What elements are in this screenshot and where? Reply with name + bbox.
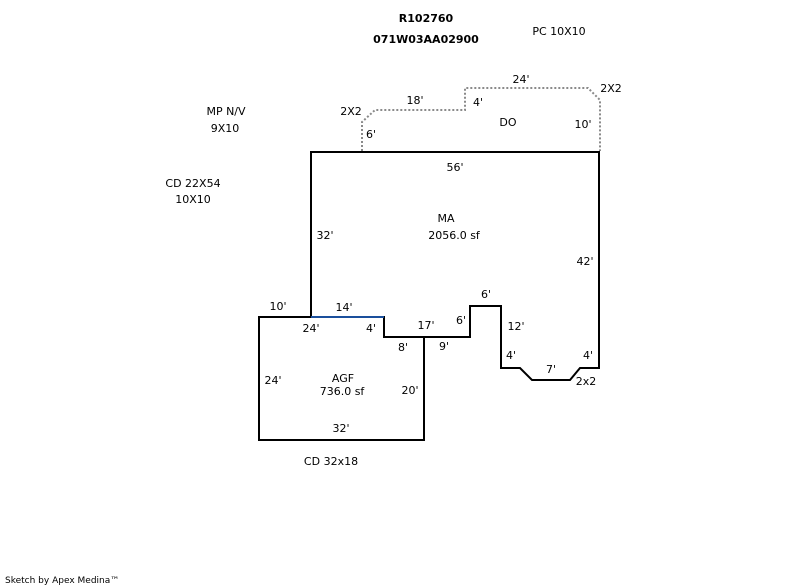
dim-ma-step-top: 6' (481, 288, 491, 301)
dim-ma-lower-drop: 9' (439, 340, 449, 353)
dim-ma-bottom-right: 4' (583, 349, 593, 362)
dim-ma-right: 42' (576, 255, 593, 268)
note-mp-line1: MP N/V (206, 105, 246, 118)
agf-label: AGF (332, 372, 354, 385)
dim-ma-step-left: 6' (456, 314, 466, 327)
dim-do-corner-right: 2X2 (600, 82, 622, 95)
dim-agf-shared: 14' (335, 301, 352, 314)
ma-label: MA (437, 212, 454, 225)
dim-ma-top: 56' (446, 161, 463, 174)
map-number: 071W03AA02900 (373, 33, 479, 46)
note-cd1-line1: CD 22X54 (165, 177, 220, 190)
dim-ma-left: 32' (316, 229, 333, 242)
dim-ma-bottom-left: 4' (506, 349, 516, 362)
dim-do-corner-left: 2X2 (340, 105, 362, 118)
ma-outline (310, 151, 600, 381)
note-pc: PC 10X10 (532, 25, 585, 38)
dim-do-left: 6' (366, 128, 376, 141)
dim-do-mid: 18' (406, 94, 423, 107)
note-cd1-line2: 10X10 (175, 193, 211, 206)
dim-ma-lower: 17' (417, 319, 434, 332)
dim-agf-notch: 4' (366, 322, 376, 335)
dim-agf-top-left: 10' (269, 300, 286, 313)
note-cd2: CD 32x18 (304, 455, 358, 468)
dim-agf-right: 20' (401, 384, 418, 397)
agf-area: 736.0 sf (320, 385, 366, 398)
dim-do-step: 4' (473, 96, 483, 109)
note-mp-line2: 9X10 (211, 122, 240, 135)
dim-ma-step-right: 12' (507, 320, 524, 333)
do-label: DO (499, 116, 516, 129)
dim-agf-left: 24' (264, 374, 281, 387)
dim-agf-bottom: 32' (332, 422, 349, 435)
ma-area: 2056.0 sf (428, 229, 481, 242)
dim-do-right: 10' (574, 118, 591, 131)
dim-agf-notch-run: 8' (398, 341, 408, 354)
dim-agf-top-inner: 24' (302, 322, 319, 335)
dim-ma-bottom-mid: 7' (546, 363, 556, 376)
dim-do-top: 24' (512, 73, 529, 86)
sketch-credit: Sketch by Apex Medina™ (5, 576, 119, 586)
parcel-id: R102760 (399, 12, 454, 25)
dim-ma-corner: 2x2 (576, 375, 597, 388)
